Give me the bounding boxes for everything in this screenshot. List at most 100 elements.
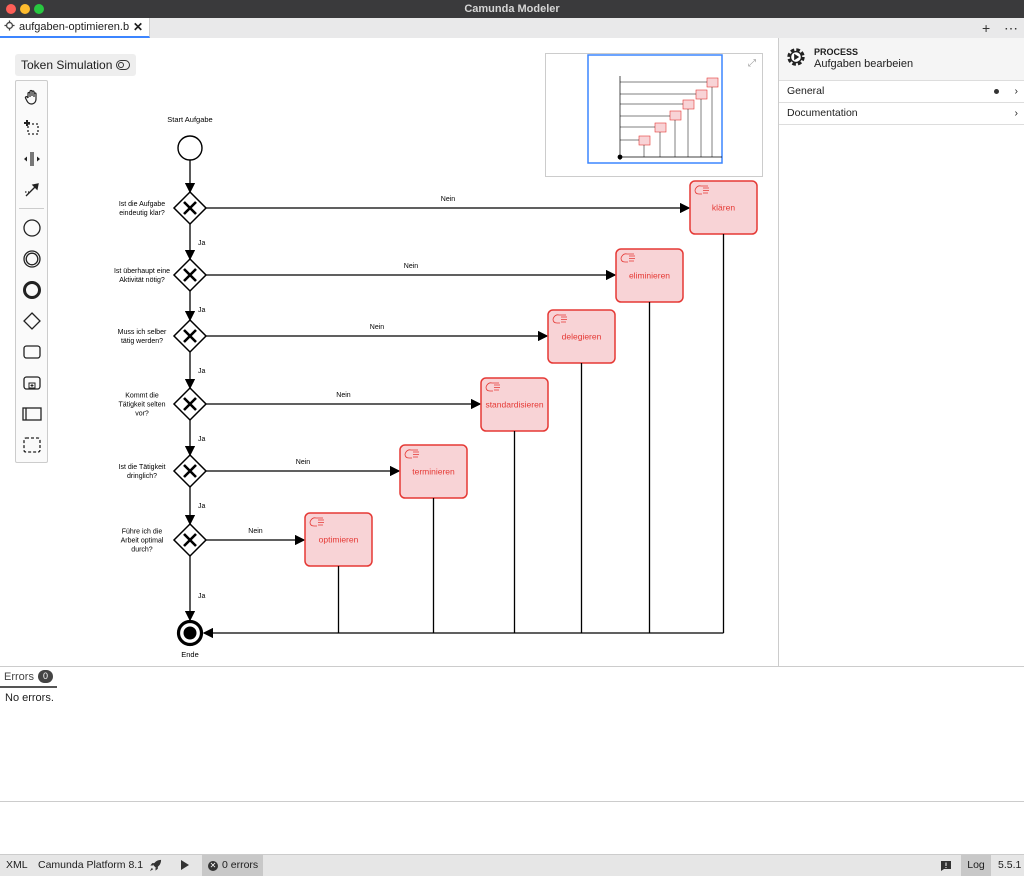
process-gear-icon bbox=[785, 46, 807, 71]
gateway-label: Arbeit optimal bbox=[121, 538, 164, 545]
exclusive-gateway[interactable] bbox=[172, 257, 208, 293]
panel-element-type: PROCESS bbox=[814, 47, 859, 57]
xml-view-button[interactable]: XML bbox=[6, 859, 28, 871]
task-label: optimieren bbox=[319, 535, 359, 545]
flow-label-ja: Ja bbox=[198, 307, 206, 314]
errors-status-label: 0 errors bbox=[222, 859, 259, 871]
tab-errors[interactable]: Errors 0 bbox=[0, 667, 57, 688]
lasso-tool-icon[interactable] bbox=[16, 115, 47, 141]
manual-task-hand-icon[interactable] bbox=[485, 382, 500, 392]
window-titlebar: Camunda Modeler bbox=[0, 0, 1024, 18]
end-event-label: Ende bbox=[181, 650, 199, 659]
hand-tool-icon[interactable] bbox=[16, 84, 47, 110]
task-label: standardisieren bbox=[485, 400, 543, 410]
manual-task-hand-icon[interactable] bbox=[309, 517, 324, 527]
gateway-label: durch? bbox=[131, 547, 153, 554]
run-play-icon[interactable] bbox=[180, 855, 190, 876]
tab-bar: aufgaben-optimieren.bpmn ✕ + ⋯ bbox=[0, 18, 1024, 39]
chevron-right-icon: › bbox=[1014, 107, 1019, 119]
gateway-x-marker[interactable] bbox=[183, 201, 197, 215]
gateway-label: eindeutig klar? bbox=[119, 210, 165, 217]
errors-message: No errors. bbox=[5, 692, 54, 704]
gateway-x-marker[interactable] bbox=[183, 464, 197, 478]
group-documentation-label: Documentation bbox=[787, 107, 858, 119]
flow-label-nein: Nein bbox=[296, 459, 311, 466]
minimize-window-button[interactable] bbox=[20, 4, 30, 14]
log-toggle-button[interactable]: Log bbox=[961, 855, 991, 876]
gateway-label: Ist die Tätigkeit bbox=[119, 464, 166, 471]
errors-panel-body: No errors. bbox=[0, 688, 1024, 801]
flow-label-ja: Ja bbox=[198, 436, 206, 443]
space-tool-icon[interactable] bbox=[16, 146, 47, 172]
gateway-tool-icon[interactable] bbox=[16, 308, 47, 334]
start-event[interactable] bbox=[177, 135, 203, 161]
gateway-label: Ist überhaupt eine bbox=[114, 268, 170, 275]
flow-label-nein: Nein bbox=[248, 528, 263, 535]
new-tab-button[interactable]: + bbox=[982, 20, 991, 36]
user-task[interactable] bbox=[304, 512, 373, 567]
user-task[interactable] bbox=[480, 377, 549, 432]
manual-task-hand-icon[interactable] bbox=[404, 449, 419, 459]
errors-status-button[interactable]: ✕ 0 errors bbox=[202, 855, 263, 876]
end-event[interactable] bbox=[176, 619, 204, 647]
start-event-label: Start Aufgabe bbox=[167, 115, 212, 124]
deploy-rocket-icon[interactable] bbox=[149, 855, 162, 876]
start-event-tool-icon[interactable] bbox=[16, 215, 47, 241]
gateway-label: dringlich? bbox=[127, 473, 157, 480]
expand-minimap-icon[interactable]: ⤢ bbox=[748, 58, 756, 69]
errors-count-badge: 0 bbox=[37, 670, 53, 683]
global-connect-tool-icon[interactable] bbox=[16, 177, 47, 203]
panel-header: PROCESS Aufgaben bearbeien bbox=[779, 38, 1024, 81]
minimap[interactable]: ⤢ bbox=[545, 53, 763, 177]
gateway-x-marker[interactable] bbox=[183, 533, 197, 547]
close-tab-icon[interactable]: ✕ bbox=[132, 20, 143, 34]
bpmn-canvas[interactable]: Token Simulation bbox=[0, 38, 779, 666]
gateway-label: Kommt die bbox=[125, 393, 159, 400]
more-options-icon[interactable]: ⋯ bbox=[1004, 20, 1018, 36]
flow-label-ja: Ja bbox=[198, 503, 206, 510]
errors-panel-header: Errors 0 bbox=[0, 666, 1024, 689]
task-tool-icon[interactable] bbox=[16, 339, 47, 365]
group-documentation[interactable]: Documentation › bbox=[779, 103, 1024, 125]
exclusive-gateway[interactable] bbox=[172, 386, 208, 422]
gateway-label: vor? bbox=[135, 411, 149, 418]
feedback-icon[interactable] bbox=[940, 855, 952, 876]
user-task[interactable] bbox=[547, 309, 616, 364]
group-general[interactable]: General › bbox=[779, 81, 1024, 103]
close-window-button[interactable] bbox=[6, 4, 16, 14]
panel-element-name: Aufgaben bearbeien bbox=[814, 58, 914, 70]
gateway-label: tätig werden? bbox=[121, 338, 163, 345]
end-event-inner[interactable] bbox=[183, 626, 197, 640]
log-panel bbox=[0, 801, 1024, 855]
manual-task-hand-icon[interactable] bbox=[694, 185, 709, 195]
group-general-label: General bbox=[787, 85, 825, 97]
version-label: 5.5.1 bbox=[998, 859, 1022, 871]
exclusive-gateway[interactable] bbox=[172, 522, 208, 558]
maximize-window-button[interactable] bbox=[34, 4, 44, 14]
data-indicator-icon bbox=[994, 89, 999, 94]
end-event-tool-icon[interactable] bbox=[16, 277, 47, 303]
gateway-x-marker[interactable] bbox=[183, 397, 197, 411]
subprocess-tool-icon[interactable] bbox=[16, 370, 47, 396]
exclusive-gateway[interactable] bbox=[172, 318, 208, 354]
status-bar: XML Camunda Platform 8.1 ✕ 0 errors Log … bbox=[0, 854, 1024, 876]
user-task[interactable] bbox=[399, 444, 468, 499]
gateway-x-marker[interactable] bbox=[183, 329, 197, 343]
manual-task-hand-icon[interactable] bbox=[552, 314, 567, 324]
platform-selector[interactable]: Camunda Platform 8.1 bbox=[38, 859, 144, 871]
gateway-x-marker[interactable] bbox=[183, 268, 197, 282]
chevron-right-icon: › bbox=[1014, 85, 1019, 97]
group-tool-icon[interactable] bbox=[16, 432, 47, 458]
manual-task-hand-icon[interactable] bbox=[620, 253, 635, 263]
tool-palette bbox=[15, 80, 48, 463]
gateway-label: Muss ich selber bbox=[118, 329, 167, 336]
exclusive-gateway[interactable] bbox=[172, 190, 208, 226]
user-task[interactable] bbox=[615, 248, 684, 303]
intermediate-event-tool-icon[interactable] bbox=[16, 246, 47, 272]
flow-label-nein: Nein bbox=[370, 324, 385, 331]
user-task[interactable] bbox=[689, 180, 758, 235]
tab-aufgaben-optimieren[interactable]: aufgaben-optimieren.bpmn ✕ bbox=[0, 18, 150, 38]
exclusive-gateway[interactable] bbox=[172, 453, 208, 489]
token-simulation-toggle[interactable]: Token Simulation bbox=[15, 54, 137, 76]
pool-tool-icon[interactable] bbox=[16, 401, 47, 427]
